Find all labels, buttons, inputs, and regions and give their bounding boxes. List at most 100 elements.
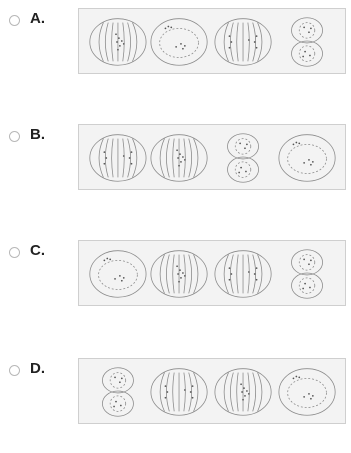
spindle-fiber — [112, 139, 113, 178]
chromosome-mark — [180, 277, 182, 279]
option-letter-c: C. — [30, 242, 45, 259]
spindle-fiber — [248, 255, 249, 294]
chromosome-mark — [114, 278, 116, 280]
chromosome-mark — [121, 378, 123, 380]
nucleus-outline — [110, 396, 126, 412]
chromosome-mark — [242, 399, 244, 401]
chromosome-mark — [184, 45, 186, 47]
chromosome-mark — [304, 283, 306, 285]
radio-button-b[interactable] — [9, 131, 20, 142]
chromosome-mark — [256, 47, 258, 49]
spindle-fiber — [184, 139, 185, 178]
chromosome-mark — [240, 167, 242, 169]
spindle-fiber — [132, 139, 136, 178]
cell-division-diagram-a[interactable] — [78, 8, 346, 74]
chromosome-mark — [295, 142, 297, 144]
spindle-fiber — [184, 255, 185, 294]
chromosome-mark — [303, 396, 305, 398]
chromosome-mark — [304, 51, 306, 53]
nucleus-outline — [299, 46, 315, 62]
cell-telophase — [279, 135, 335, 182]
chromosome-mark — [105, 157, 107, 159]
chromosome-mark — [131, 151, 133, 153]
chromosome-mark — [131, 163, 133, 165]
cell-telophase — [151, 19, 207, 66]
chromosome-mark — [177, 273, 179, 275]
spindle-fiber — [224, 255, 228, 294]
chromosome-mark — [309, 55, 311, 57]
daughter-cell-outline — [292, 273, 323, 298]
chromosome-mark — [310, 398, 312, 400]
chromosome-mark — [123, 43, 125, 45]
chromosome-mark — [248, 271, 250, 273]
chromosome-mark — [184, 275, 186, 277]
spindle-fiber — [224, 23, 228, 62]
chromosome-mark — [244, 395, 246, 397]
spindle-fiber — [237, 23, 238, 62]
nuclear-envelope — [288, 378, 327, 407]
cell-cytokinesis — [292, 250, 323, 298]
chromosome-mark — [256, 267, 258, 269]
daughter-cell-outline — [228, 157, 259, 182]
spindle-fiber — [194, 373, 198, 412]
spindle-fiber — [173, 255, 174, 294]
spindle-fiber — [194, 139, 198, 178]
chromosome-mark — [165, 28, 167, 30]
chromosome-mark — [309, 287, 311, 289]
cell-division-diagram-b[interactable] — [78, 124, 346, 190]
nucleus-outline — [235, 162, 251, 178]
chromosome-mark — [182, 48, 184, 50]
nucleus-outline — [299, 278, 315, 294]
option-letter-d: D. — [30, 360, 45, 377]
chromosome-mark — [229, 267, 231, 269]
daughter-cell-outline — [102, 368, 133, 393]
chromosome-mark — [303, 259, 305, 261]
nucleus-outline — [299, 255, 315, 271]
spindle-fiber — [160, 373, 164, 412]
spindle-fiber — [99, 23, 103, 62]
chromosome-mark — [308, 159, 310, 161]
chromosome-mark — [244, 147, 246, 149]
spindle-fiber — [189, 255, 192, 294]
cell-division-diagram-c[interactable] — [78, 240, 346, 306]
spindle-fiber — [253, 373, 256, 412]
chromosome-mark — [231, 273, 233, 275]
chromosome-mark — [192, 397, 194, 399]
daughter-cell-outline — [102, 391, 133, 416]
answer-option-b[interactable]: B. — [0, 124, 351, 219]
radio-button-a[interactable] — [9, 15, 20, 26]
chromosome-mark — [254, 41, 256, 43]
spindle-fiber — [99, 139, 103, 178]
chromosome-mark — [298, 143, 300, 145]
chromosome-mark — [254, 273, 256, 275]
cell-anaphase — [151, 369, 207, 416]
chromosome-mark — [103, 260, 105, 262]
chromosome-mark — [298, 377, 300, 379]
radio-button-d[interactable] — [9, 365, 20, 376]
spindle-fiber — [248, 373, 249, 412]
spindle-fiber — [160, 139, 164, 178]
answer-option-d[interactable]: D. — [0, 358, 351, 453]
chromosome-mark — [182, 272, 184, 274]
nucleus-outline — [299, 23, 315, 39]
answer-option-c[interactable]: C. — [0, 240, 351, 335]
cell-division-diagram-d[interactable] — [78, 358, 346, 424]
chromosome-mark — [114, 377, 116, 379]
chromosome-mark — [119, 275, 121, 277]
chromosome-mark — [180, 161, 182, 163]
chromosome-mark — [109, 259, 111, 261]
chromosome-mark — [179, 153, 181, 155]
daughter-cell-outline — [228, 134, 259, 159]
chromosome-mark — [229, 47, 231, 49]
radio-button-c[interactable] — [9, 247, 20, 258]
chromosome-mark — [113, 406, 115, 408]
chromosome-mark — [106, 258, 108, 260]
spindle-fiber — [160, 255, 164, 294]
nuclear-envelope — [160, 28, 199, 57]
chromosome-mark — [312, 395, 314, 397]
chromosome-mark — [119, 45, 121, 47]
chromosome-mark — [176, 265, 178, 267]
answer-option-a[interactable]: A. — [0, 8, 351, 103]
chromosome-mark — [184, 389, 186, 391]
cell-cytokinesis — [292, 18, 323, 66]
